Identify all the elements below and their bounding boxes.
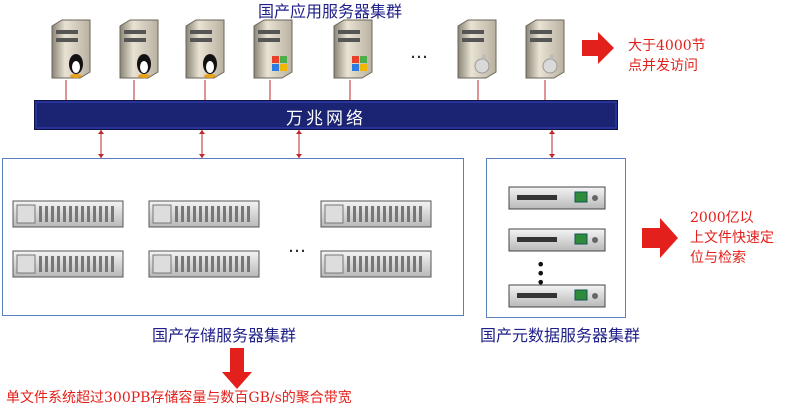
network-bar: 万兆网络 [34,100,618,130]
network-label: 万兆网络 [286,109,366,129]
storage-rack-unit [320,250,432,278]
linux-penguin-icon [69,54,83,78]
apple-logo-icon [474,54,490,74]
storage-rack-unit [148,250,260,278]
network-cluster-links [100,130,553,158]
windows-logo-icon [352,56,367,71]
app-server-4 [253,19,293,79]
windows-logo-icon [272,56,287,71]
metadata-cluster-title: 国产元数据服务器集群 [480,326,641,345]
storage-cluster-title: 国产存储服务器集群 [152,326,297,345]
metadata-ellipsis-icon: ••• [536,255,546,292]
server-network-links [65,80,546,100]
metadata-cluster-box [486,158,626,318]
note-metadata: 2000亿以 上文件快速定 位与检索 [690,210,774,266]
metadata-server-unit [508,186,606,210]
linux-penguin-icon [137,54,151,78]
linux-penguin-icon [203,54,217,78]
storage-racks [12,200,432,278]
app-server-3 [185,19,225,79]
storage-rack-unit [12,200,124,228]
arrow-right-metadata-icon [642,218,678,258]
app-server-2 [119,19,159,79]
storage-rack-unit [12,250,124,278]
arrow-down-storage-icon [222,348,252,389]
storage-ellipsis: … [288,236,307,257]
app-server-6 [457,19,497,79]
app-server-7 [525,19,565,79]
app-server-1 [51,19,91,79]
note-concurrency: 大于4000节 点并发访问 [628,38,706,74]
app-servers-ellipsis: … [410,42,429,63]
storage-rack-unit [148,200,260,228]
metadata-server-unit [508,284,606,308]
app-cluster-title: 国产应用服务器集群 [258,2,403,21]
arrow-right-concurrency-icon [582,32,614,64]
metadata-server-unit [508,228,606,252]
storage-rack-unit [320,200,432,228]
apple-logo-icon [542,54,558,74]
note-bottom: 单文件系统超过300PB存储容量与数百GB/s的聚合带宽 [6,390,352,406]
app-server-5 [333,19,373,79]
metadata-servers [508,186,606,308]
storage-cluster-box [2,158,464,316]
